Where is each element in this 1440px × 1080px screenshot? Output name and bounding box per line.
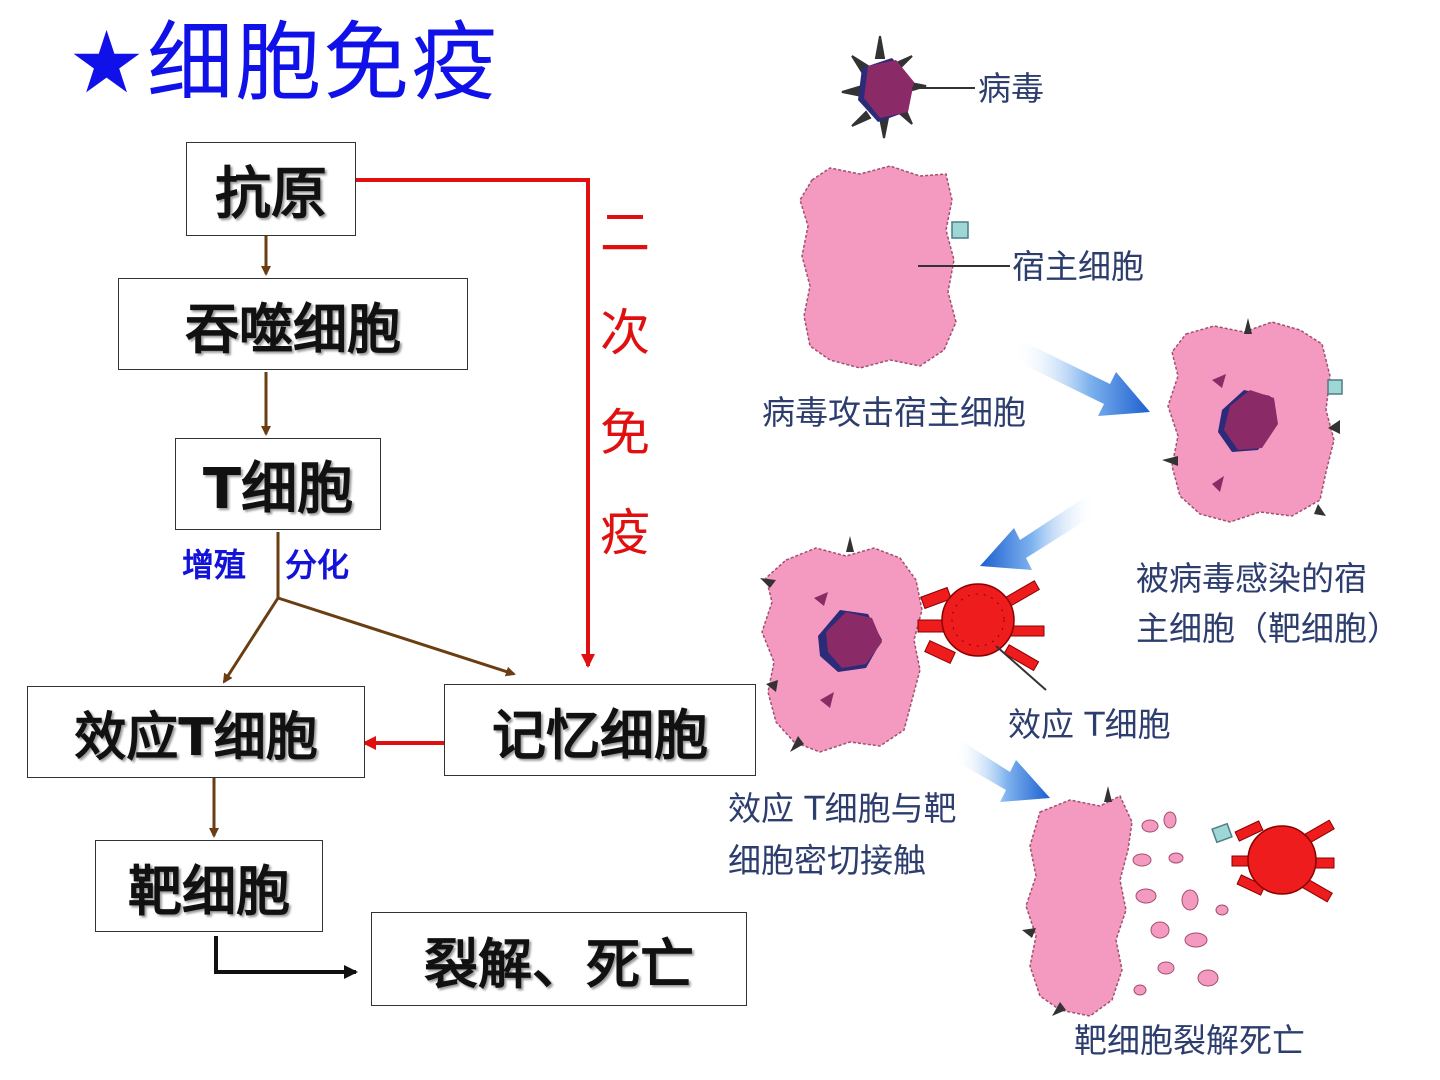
arrow-split-effector <box>222 597 280 684</box>
differentiate-label: 分化 <box>285 546 350 584</box>
contact-illustration <box>760 536 1047 753</box>
proliferate-label: 增殖 <box>182 546 247 584</box>
host-cell-illustration <box>799 165 1010 369</box>
t-cell-box: T细胞 <box>175 438 381 530</box>
lysis-death-box: 裂解、死亡 <box>371 912 747 1006</box>
secondary-immunity-char-1: 二 <box>600 204 650 262</box>
host-cell-label: 宿主细胞 <box>1012 247 1144 286</box>
target-cell-box: 靶细胞 <box>95 840 323 932</box>
contact-label-1: 效应 T细胞与靶 <box>728 789 957 828</box>
secondary-immunity-char-2: 次 <box>600 304 650 362</box>
phagocyte-box: 吞噬细胞 <box>118 278 468 370</box>
lysis-illustration <box>1022 786 1335 1017</box>
infected-cell-label-2: 主细胞（靶细胞） <box>1136 609 1400 648</box>
memory-cell-box: 记忆细胞 <box>444 684 756 776</box>
virus-illustration <box>841 35 975 139</box>
effector-t-cell-box: 效应T细胞 <box>27 686 365 778</box>
step-arrow-1 <box>1014 340 1150 416</box>
virus-label: 病毒 <box>978 69 1044 108</box>
virus-attack-label: 病毒攻击宿主细胞 <box>762 393 1026 432</box>
secondary-immunity-char-4: 疫 <box>600 504 650 562</box>
arrow-split-memory <box>277 596 516 677</box>
infected-cell-label-1: 被病毒感染的宿 <box>1136 559 1367 598</box>
arrow-target-lysis <box>214 936 358 979</box>
target-death-label: 靶细胞裂解死亡 <box>1074 1021 1305 1060</box>
step-arrow-2 <box>980 494 1096 570</box>
contact-label-2: 细胞密切接触 <box>728 841 926 880</box>
page-title: ★细胞免疫 <box>68 13 500 113</box>
infected-cell-illustration <box>1162 318 1343 523</box>
arrow-antigen-memory-secondary <box>350 178 595 668</box>
effector-t-label: 效应 T细胞 <box>1008 705 1171 744</box>
secondary-immunity-char-3: 免 <box>600 404 650 462</box>
antigen-box: 抗原 <box>186 142 356 236</box>
step-arrow-3 <box>954 740 1050 802</box>
